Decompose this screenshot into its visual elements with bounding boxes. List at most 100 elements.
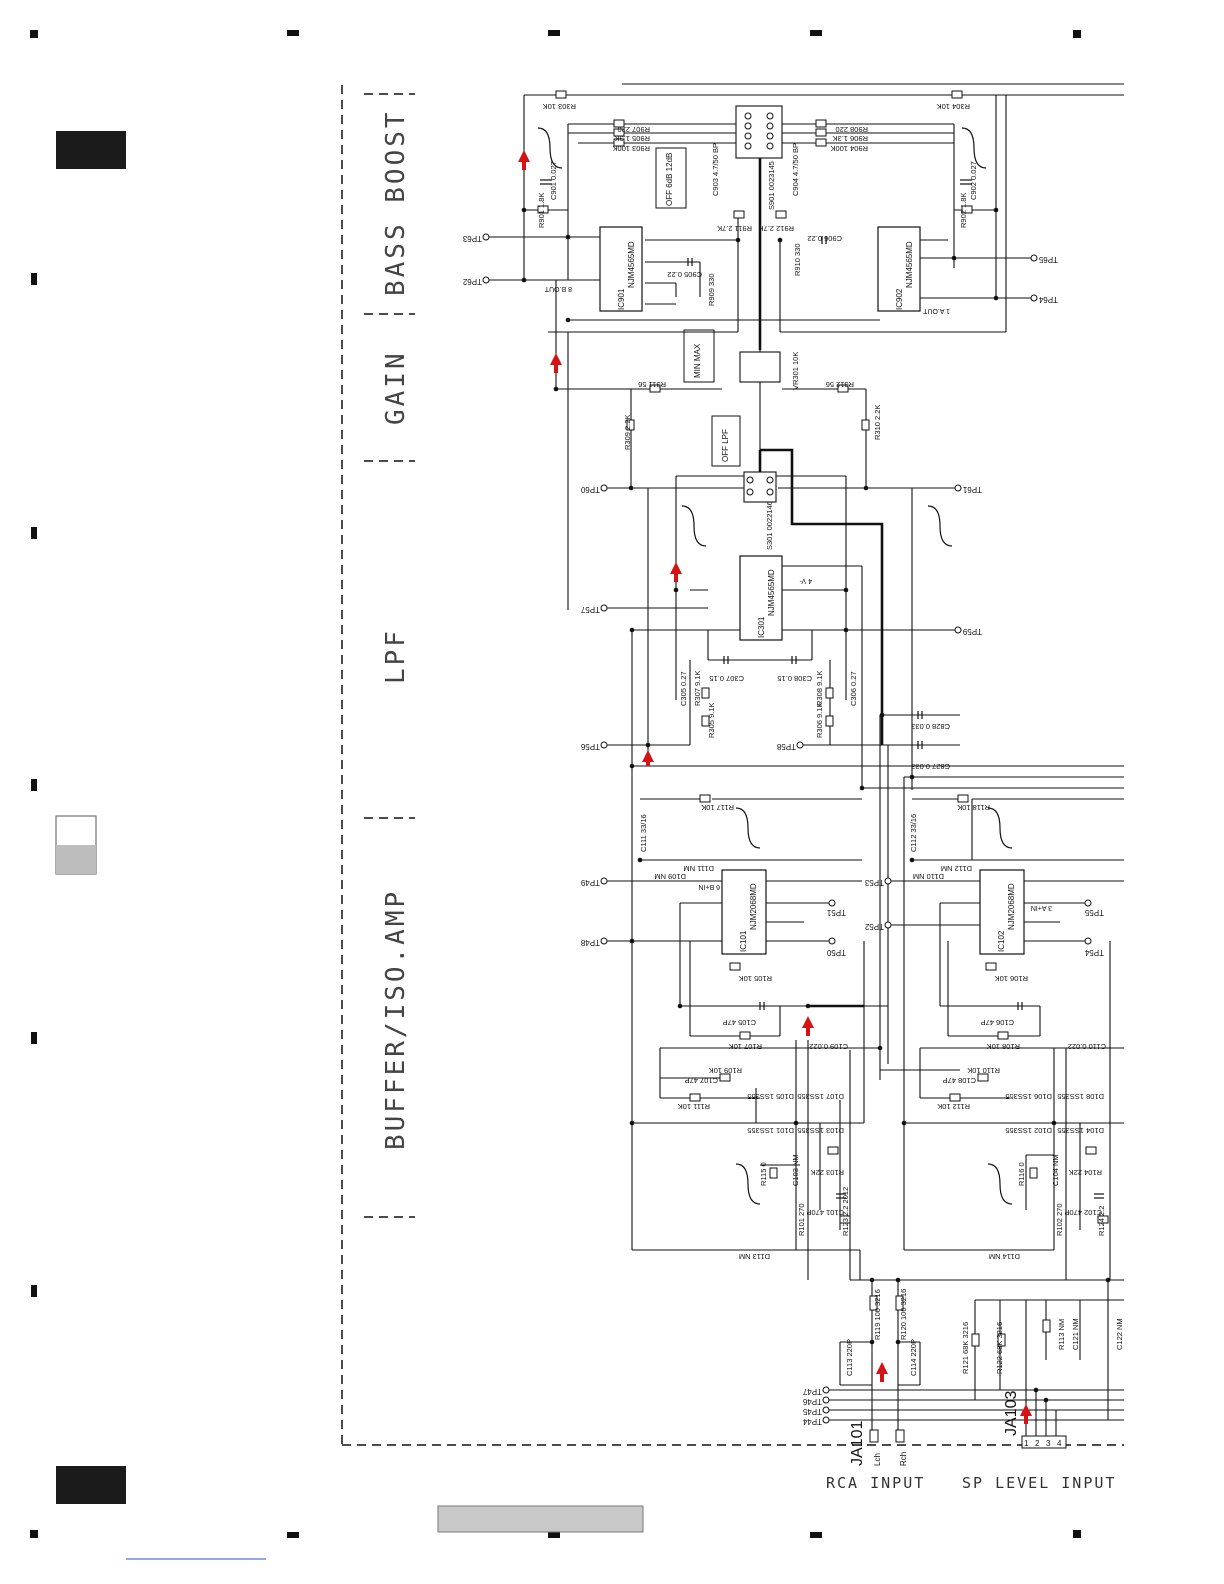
tp52: TP52 <box>864 922 884 931</box>
sp-level-input-label: SP LEVEL INPUT <box>962 1474 1116 1492</box>
label-r909: R909 330 <box>707 273 716 306</box>
bass-switch-positions: OFF 6dB 12dB <box>665 153 674 206</box>
label-d110: D110 NM <box>913 872 944 881</box>
label-c122: C122 NM <box>1115 1318 1124 1350</box>
ja101-rch-pin <box>895 1429 905 1443</box>
tp55: TP55 <box>1084 908 1104 917</box>
label-r101: R101 270 <box>797 1203 806 1236</box>
tp58: TP58 <box>776 742 796 751</box>
label-r105: R105 10K <box>739 974 772 983</box>
ja103-pin4: 4 <box>1057 1439 1062 1448</box>
label-r307: R307 9.1K <box>693 671 702 706</box>
tp47: TP47 <box>802 1387 822 1396</box>
label-r102: R102 270 <box>1055 1203 1064 1236</box>
label-r108: R108 10K <box>987 1042 1020 1051</box>
label-r306: R306 9.1K <box>815 703 824 738</box>
label-r902: R902 1.8K <box>959 193 968 228</box>
label-c902: C902 0.027 <box>969 161 978 200</box>
gain-switch-box <box>683 329 715 383</box>
label-d101: D101 1SS355 <box>747 1126 794 1135</box>
label-r904: R904 100K <box>830 144 868 153</box>
label-r310: R310 2.2K <box>873 405 882 440</box>
label-r305: R305 9.1K <box>707 703 716 738</box>
frame <box>341 85 1124 1446</box>
tp53: TP53 <box>864 878 884 887</box>
label-d104: D104 1SS355 <box>1057 1126 1104 1135</box>
label-c906: C906 0.22 <box>807 234 842 243</box>
tp51: TP51 <box>826 908 846 917</box>
ic102-body <box>979 869 1025 955</box>
ic101-body <box>721 869 767 955</box>
section-buffer: BUFFER/ISO.AMP <box>381 889 411 1150</box>
ic901-body <box>599 226 643 312</box>
registration-marks <box>30 30 1081 1538</box>
tp60: TP60 <box>580 485 600 494</box>
label-r113: R113 NM <box>1057 1319 1066 1350</box>
ic101-ref: IC101 <box>739 930 748 952</box>
label-c107: C107 47P <box>685 1076 718 1085</box>
junctions <box>521 207 1111 1403</box>
tp54: TP54 <box>1084 948 1104 957</box>
label-c905: C905 0.22 <box>667 270 702 279</box>
label-r103: R103 22K <box>811 1168 844 1177</box>
tp48: TP48 <box>580 938 600 947</box>
label-vr301: VR301 10K <box>791 352 800 390</box>
label-d112: D112 NM <box>941 864 972 873</box>
page-tab-top <box>56 131 126 169</box>
tp59: TP59 <box>962 627 982 636</box>
vr301-body <box>739 351 781 383</box>
label-c306: C306 0.27 <box>849 671 858 706</box>
label-r907: R907 220 <box>617 125 650 134</box>
label-c108: C108 47P <box>943 1076 976 1085</box>
label-s301: S301 0022146 <box>765 501 774 550</box>
label-r118: R118 10K <box>957 803 990 812</box>
tp44: TP44 <box>802 1417 822 1426</box>
label-r911: R911 2.7K <box>717 224 752 233</box>
wiring <box>486 83 1124 1440</box>
label-c308: C308 0.15 <box>777 674 812 683</box>
tp45: TP45 <box>802 1407 822 1416</box>
section-lpf: LPF <box>381 628 411 684</box>
label-r115: R115 0 <box>759 1162 768 1186</box>
lpf-switch-box <box>711 415 741 467</box>
label-c109: C109 0.022 <box>809 1042 848 1051</box>
signal-arrows <box>518 150 1032 1424</box>
label-c103: C103 NM <box>791 1154 800 1186</box>
label-r107: R107 10K <box>729 1042 762 1051</box>
label-r111: R111 10K <box>678 1102 710 1111</box>
label-r311: R311 56 <box>638 380 666 389</box>
label-r908: R908 220 <box>835 125 868 134</box>
tp57: TP57 <box>580 605 600 614</box>
label-r906: R906 1.3K <box>833 134 868 143</box>
label-r905: R905 1.3K <box>615 134 650 143</box>
label-c903: C903 4.7/50 BP <box>711 143 720 196</box>
label-c307: C307 0.15 <box>709 674 744 683</box>
label-c305: C305 0.27 <box>679 671 688 706</box>
tp46: TP46 <box>802 1397 822 1406</box>
gain-switch-positions: MIN MAX <box>693 343 702 378</box>
tp56: TP56 <box>580 742 600 751</box>
ic301-pin4: 4 V- <box>799 577 812 584</box>
label-c104: C104 NM <box>1051 1154 1060 1186</box>
footer-bar <box>437 1505 644 1533</box>
label-r304: R304 10K <box>937 102 970 111</box>
ic301-part: NJM4565MD <box>767 569 776 616</box>
label-d114: D114 NM <box>989 1252 1020 1261</box>
label-c102: C102 470P <box>1064 1208 1102 1217</box>
ja103-label: JA103 <box>1003 1391 1020 1436</box>
page-tab-index-fill <box>56 845 96 874</box>
ja101-lch-pin <box>869 1429 879 1443</box>
label-c828: C828 0.033 <box>911 722 950 731</box>
response-symbols <box>537 127 1013 1205</box>
ic101-part: NJM2068MD <box>749 883 758 930</box>
label-r109: R109 10K <box>709 1066 742 1075</box>
label-c105: C105 47P <box>723 1018 756 1027</box>
ja101-lch: Lch <box>873 1453 882 1466</box>
ja103-pin3: 3 <box>1046 1439 1051 1448</box>
label-r121: R121 68K 3216 <box>961 1322 970 1374</box>
label-r303: R303 10K <box>543 102 576 111</box>
label-d113: D113 NM <box>739 1252 770 1261</box>
label-r106: R106 10K <box>995 974 1028 983</box>
label-r122: R122 68K 3216 <box>995 1322 1004 1374</box>
tp61: TP61 <box>962 485 982 494</box>
